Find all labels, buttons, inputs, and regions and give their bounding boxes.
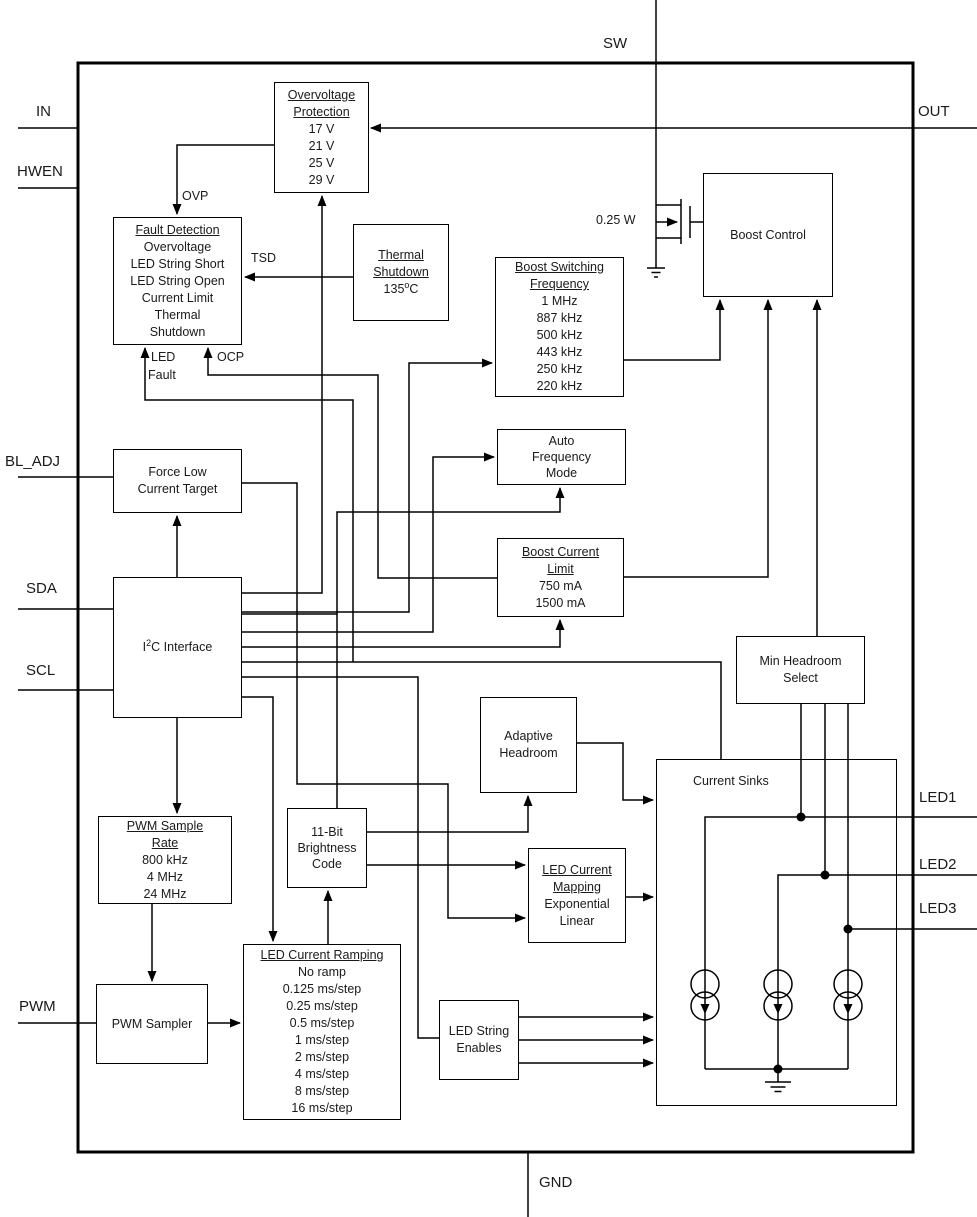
wire-ah-to-cs xyxy=(577,742,654,805)
block-label: PWM Sampler xyxy=(111,1016,193,1031)
mosfet-rating-label: 0.25 W xyxy=(596,213,636,227)
current-source-symbol xyxy=(763,969,793,1021)
wire-i2c-to-bcl xyxy=(242,619,565,648)
block-boost-control: Boost Control xyxy=(703,173,833,297)
block-i2c-interface: I2C Interface xyxy=(113,577,242,718)
wire-i2c-to-ovp xyxy=(242,195,327,594)
wire-i2c-to-bsf xyxy=(242,358,493,613)
current-source-symbol xyxy=(690,969,720,1021)
signal-label-led-fault-1: LED xyxy=(151,350,176,364)
signal-label-ovp: OVP xyxy=(182,189,209,203)
junction-dot xyxy=(773,1064,783,1074)
wire-i2c-to-afm xyxy=(242,452,495,633)
signal-label-tsd: TSD xyxy=(251,251,276,265)
current-arrow xyxy=(700,1004,710,1014)
pin-label-in: IN xyxy=(36,103,51,120)
block-title: Fault Detection xyxy=(135,222,220,237)
block-label: Boost Control xyxy=(730,227,806,242)
wire-ocp xyxy=(203,347,497,579)
pin-label-gnd: GND xyxy=(539,1174,573,1191)
pin-label-led3: LED3 xyxy=(919,900,957,917)
signal-label-ocp: OCP xyxy=(217,350,245,364)
wire-i2c-to-ramping xyxy=(242,696,278,942)
wire-flct-to-lcm xyxy=(242,482,526,923)
wire-led1 xyxy=(704,816,977,1069)
wire-i2c-to-afm-bottom xyxy=(242,487,565,615)
junction-dot xyxy=(820,870,830,880)
pin-label-out: OUT xyxy=(918,103,950,120)
pin-label-sda: SDA xyxy=(26,580,57,597)
chip-boundary xyxy=(76,61,915,1154)
pin-label-scl: SCL xyxy=(26,662,56,679)
wire-led-fault xyxy=(140,347,354,662)
junction-dot xyxy=(796,812,806,822)
mosfet-symbol xyxy=(655,199,703,268)
wire-bcl-to-bc xyxy=(624,299,773,578)
wire-brightness-to-ah xyxy=(367,795,533,833)
pin-label-led2: LED2 xyxy=(919,856,957,873)
block-label: Current Sinks xyxy=(693,774,769,788)
block-current-sinks: Current Sinks xyxy=(656,759,897,1106)
block-title: LED Current Ramping xyxy=(260,948,384,962)
pin-label-pwm: PWM xyxy=(19,998,56,1015)
pin-label-led1: LED1 xyxy=(919,789,957,806)
junction-dot xyxy=(843,924,853,934)
current-source-symbol xyxy=(833,969,863,1021)
current-arrow xyxy=(843,1004,853,1014)
wires xyxy=(18,0,977,1217)
thermal-threshold: 135oC xyxy=(383,279,419,296)
pin-label-hwen: HWEN xyxy=(17,163,63,180)
junction-dots xyxy=(700,812,853,1074)
pin-label-bladj: BL_ADJ xyxy=(5,453,61,470)
wire-i2c-to-current-sinks xyxy=(242,661,722,759)
ground-symbol xyxy=(765,1081,791,1093)
wire-ovp-to-fault xyxy=(172,144,274,215)
pin-label-sw: SW xyxy=(603,35,628,52)
block-pwm-sampler: PWM Sampler xyxy=(96,984,208,1064)
ground-symbol xyxy=(647,267,665,278)
signal-label-led-fault-2: Fault xyxy=(148,368,176,382)
wire-bsf-to-bc xyxy=(624,299,725,361)
block-label: I2C Interface xyxy=(142,637,213,654)
current-arrow xyxy=(773,1004,783,1014)
wire-i2c-to-lse xyxy=(242,676,439,1039)
